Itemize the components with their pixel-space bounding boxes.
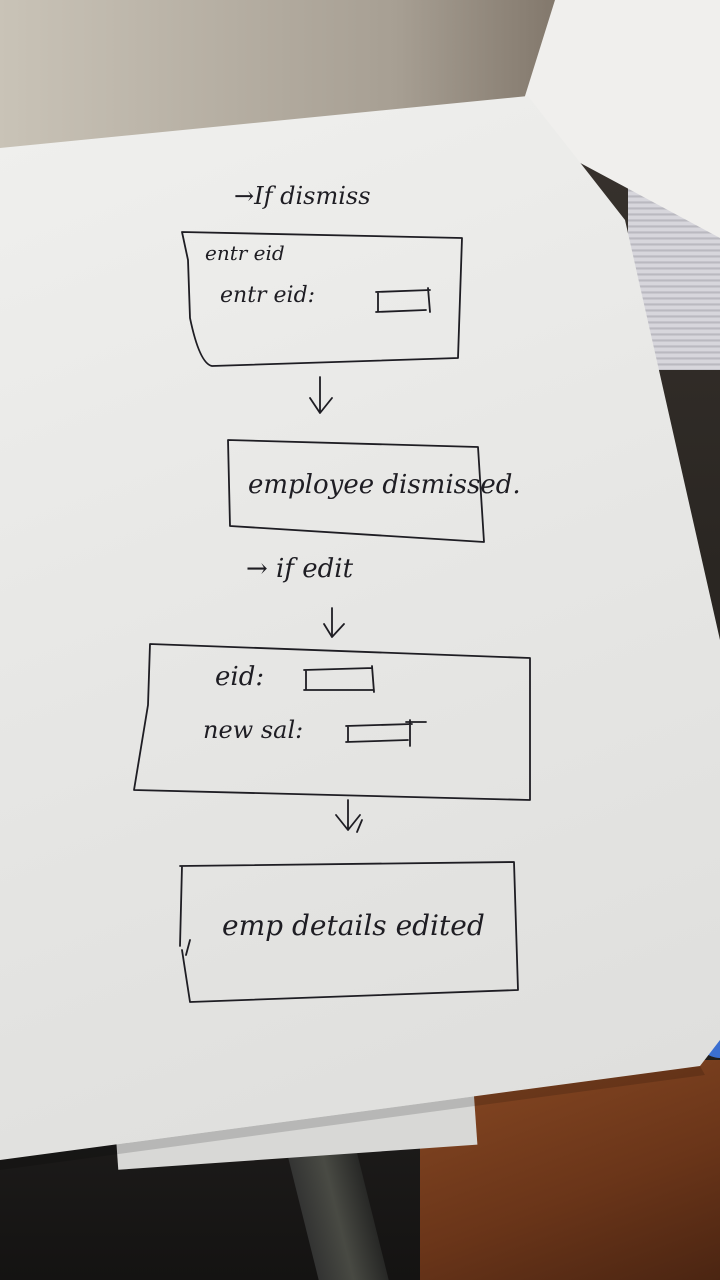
dismiss-result-box <box>227 439 485 543</box>
edit-input-box <box>133 643 531 801</box>
edit-result-text: emp details edited <box>222 909 485 942</box>
arrow-down-1 <box>309 376 333 414</box>
dismiss-result-text: employee dismissed. <box>248 470 521 500</box>
dismiss-box-title: entr eid <box>205 241 285 265</box>
dismiss-field-label: entr eid: <box>220 283 316 308</box>
edit-eid-label: eid: <box>215 662 265 692</box>
branch-dismiss-label: →If dismiss <box>234 182 371 210</box>
arrow-down-2 <box>323 607 345 638</box>
dismiss-input-box <box>181 231 463 367</box>
edit-salary-label: new sal: <box>203 716 304 744</box>
arrow-down-3 <box>335 799 363 833</box>
edit-result-box <box>179 861 519 1003</box>
edit-salary-field <box>345 719 427 747</box>
edit-eid-field <box>303 665 375 693</box>
branch-edit-label: → if edit <box>246 554 354 584</box>
dismiss-eid-field <box>375 287 431 313</box>
